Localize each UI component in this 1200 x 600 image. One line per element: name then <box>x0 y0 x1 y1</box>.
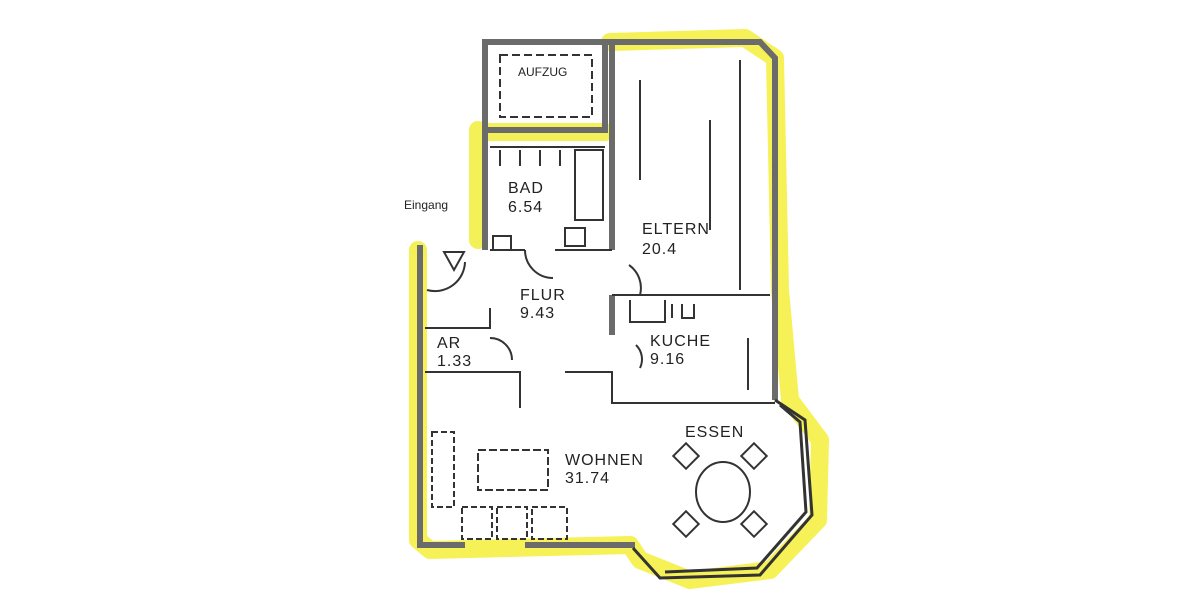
entrance-label: Eingang <box>404 198 448 212</box>
walls <box>417 39 778 548</box>
interior-lines <box>425 54 775 540</box>
room-ar-area: 1.33 <box>437 353 472 370</box>
room-essen-name: ESSEN <box>685 424 744 441</box>
bay-window <box>631 398 814 580</box>
room-bad-name: BAD <box>508 180 544 197</box>
room-kuche-name: KUCHE <box>650 333 711 350</box>
room-eltern-area: 20.4 <box>642 241 677 258</box>
room-kuche-area: 9.16 <box>650 351 685 368</box>
room-bad-area: 6.54 <box>508 199 543 216</box>
room-ar-name: AR <box>437 335 461 352</box>
room-eltern-name: ELTERN <box>642 221 710 238</box>
room-wohnen-area: 31.74 <box>565 470 610 487</box>
room-aufzug-name: AUFZUG <box>518 65 567 79</box>
room-wohnen-name: WOHNEN <box>565 452 644 469</box>
room-flur-name: FLUR <box>520 287 566 304</box>
highlight-outline <box>409 29 829 589</box>
room-flur-area: 9.43 <box>520 305 555 322</box>
